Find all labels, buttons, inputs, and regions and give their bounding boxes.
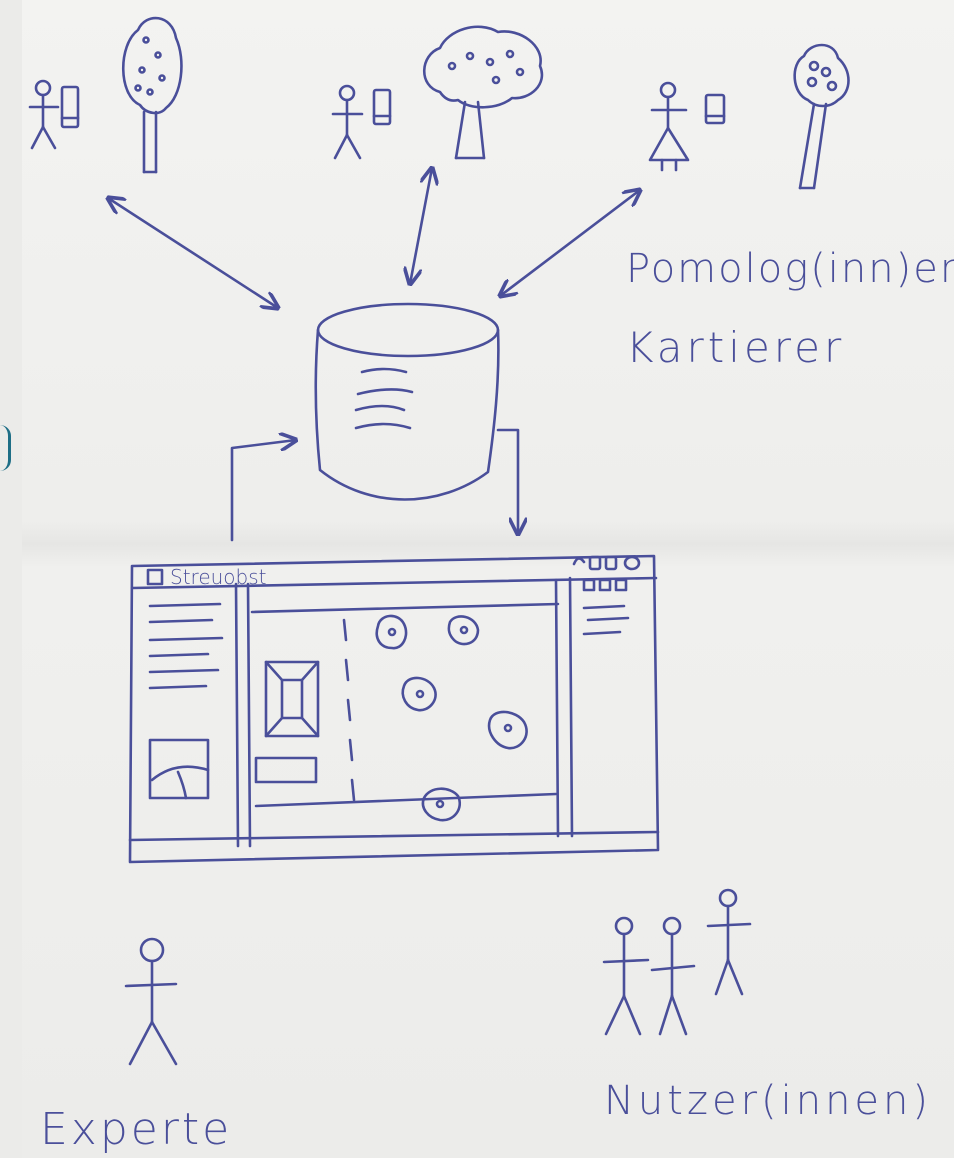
paper-sheet [22, 0, 954, 1158]
panel-button-icon [598, 578, 612, 592]
phone-icon [372, 88, 392, 126]
person-icon [28, 79, 60, 150]
phone-icon [60, 85, 80, 129]
mappers-label-line2: Kartierer [626, 323, 845, 372]
tree-marker-icon [447, 615, 480, 646]
database-icon [314, 302, 500, 501]
person-with-phone-right [648, 81, 726, 172]
edge-mark [0, 425, 11, 471]
tree-marker-icon [401, 676, 437, 712]
window-menu-icon [146, 568, 164, 586]
sync-arrows [108, 168, 640, 308]
close-icon [623, 555, 641, 571]
person-dress-icon [648, 81, 690, 172]
users-group-icon [602, 888, 752, 1036]
mini-map-icon [148, 738, 210, 800]
users-label: Nutzer(innen) [604, 1078, 932, 1124]
tree-icon-right [793, 43, 850, 190]
window-frame [128, 554, 660, 864]
data-flow-arrows [230, 428, 518, 542]
left-sidebar [148, 582, 252, 848]
restore-icon [604, 555, 618, 571]
expert-label: Experte [40, 1104, 232, 1155]
window-title: Streuobst [170, 565, 267, 589]
phone-icon [704, 93, 726, 125]
tree-icon-left [121, 16, 183, 174]
person-with-phone-left [28, 79, 80, 150]
input-box [254, 756, 318, 784]
main-content [250, 602, 560, 808]
person-with-phone-middle [331, 84, 392, 160]
person-icon [331, 84, 364, 160]
image-thumbnail-icon [264, 660, 320, 738]
mappers-label-line1: Pomolog(inn)en [626, 246, 954, 292]
right-panel [554, 576, 630, 838]
tree-marker-icon [421, 787, 461, 822]
minimize-icon [572, 557, 586, 566]
app-window: Streuobst [128, 554, 660, 864]
panel-button-icon [582, 578, 596, 592]
tree-marker-icon [487, 710, 528, 750]
tree-icon-middle [423, 25, 544, 160]
window-controls [572, 555, 641, 571]
expert-figure-icon [124, 937, 178, 1066]
maximize-icon [588, 555, 602, 571]
tree-marker-icon [375, 614, 408, 650]
panel-button-icon [614, 578, 628, 592]
tree-markers [375, 614, 528, 822]
